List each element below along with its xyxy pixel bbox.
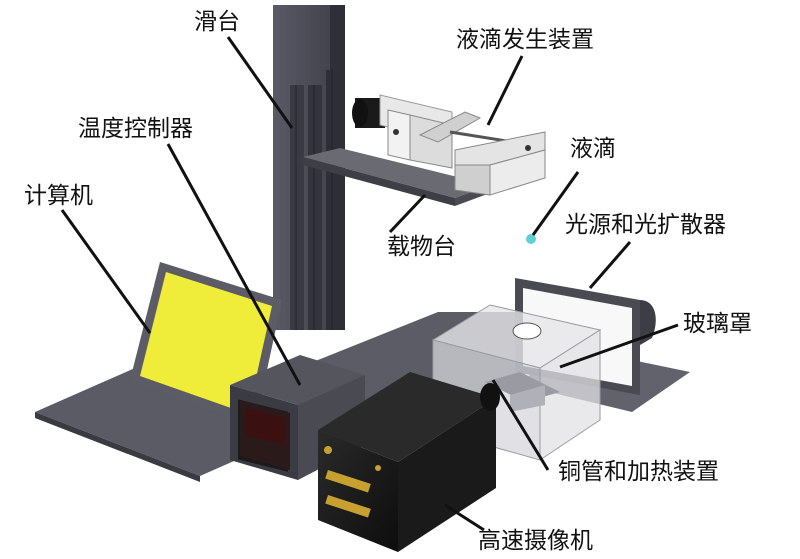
label-stage: 载物台 (387, 234, 456, 260)
label-droplet: 液滴 (570, 136, 616, 162)
label-copper-tube-heater: 铜管和加热装置 (558, 459, 719, 485)
label-slide: 滑台 (194, 9, 240, 35)
label-glass-cover: 玻璃罩 (683, 311, 752, 337)
label-high-speed-camera: 高速摄像机 (478, 528, 593, 554)
leader-lines (60, 36, 679, 532)
label-temperature-controller: 温度控制器 (78, 116, 193, 142)
label-computer: 计算机 (24, 183, 93, 209)
high-speed-camera (318, 372, 500, 552)
droplet-generator-device (352, 94, 546, 196)
droplet (526, 234, 536, 244)
label-light-source-diffuser: 光源和光扩散器 (565, 212, 726, 238)
label-droplet-generator: 液滴发生装置 (456, 27, 594, 53)
slide-column (273, 5, 345, 330)
